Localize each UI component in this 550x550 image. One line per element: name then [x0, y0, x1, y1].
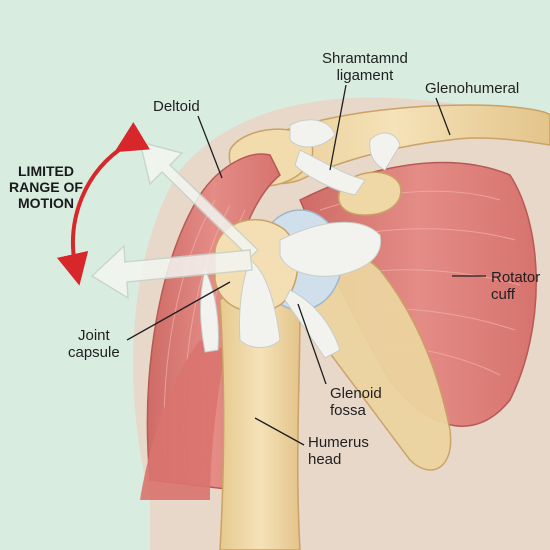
glenoid-fossa-label: Glenoid fossa — [330, 385, 382, 419]
leader-ligament — [329, 84, 347, 171]
leader-deltoid — [197, 115, 223, 179]
humerus-head-label: Humerus head — [308, 434, 369, 468]
rotator-cuff-label: Rotator cuff — [491, 269, 541, 303]
limited-motion-arrow — [56, 122, 150, 286]
joint-capsule-label: Joint capsule — [68, 327, 120, 361]
leader-humerus-head — [254, 417, 305, 446]
glenohumeral-label: Glenohumeral — [425, 80, 520, 97]
biceps-muscle — [140, 340, 225, 500]
deltoid-label: Deltoid — [153, 98, 200, 115]
limited-motion-label: LIMITED RANGE OF MOTION — [9, 163, 83, 211]
leader-glenohumeral — [435, 97, 451, 136]
leader-joint-capsule — [126, 281, 231, 341]
leader-glenoid-fossa — [297, 303, 327, 385]
ligament-label: Shramtamnd ligament — [322, 50, 408, 84]
